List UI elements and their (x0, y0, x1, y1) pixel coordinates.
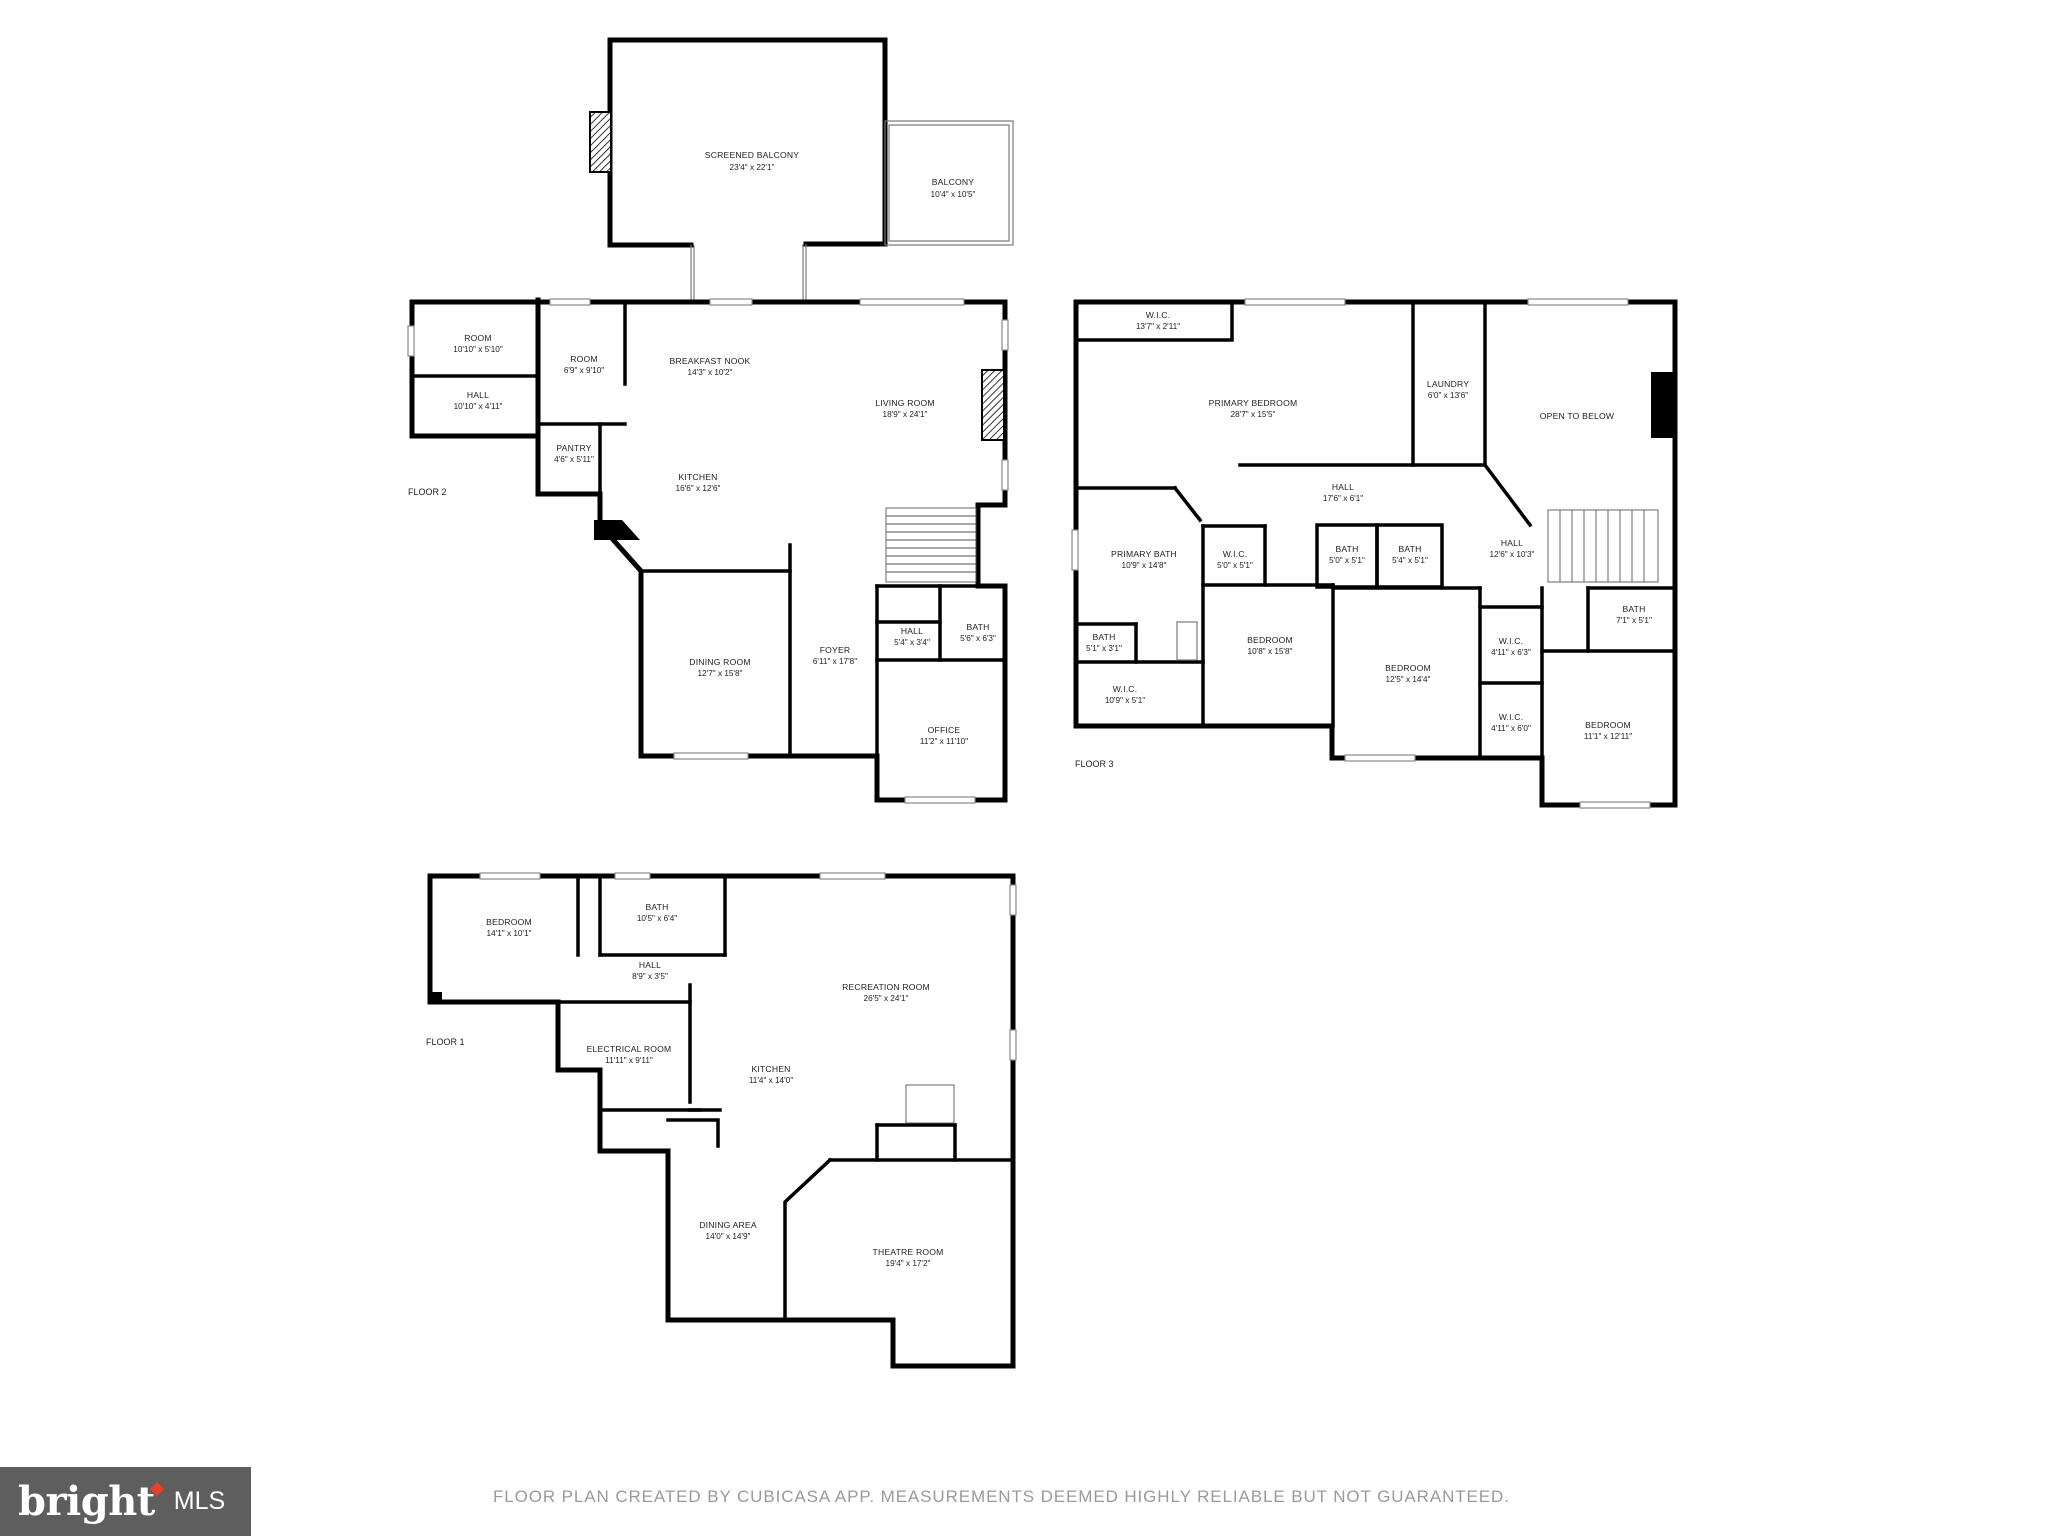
room-name: LAUNDRY (1427, 379, 1469, 389)
room-name: BATH (1092, 632, 1115, 642)
room-dimensions: 18'9" x 24'1" (883, 410, 928, 419)
floor-3-label: FLOOR 3 (1075, 759, 1114, 769)
room-name: HALL (1501, 538, 1523, 548)
room-dimensions: 5'4" x 3'4" (894, 638, 930, 647)
room-dimensions: 16'6" x 12'6" (676, 484, 721, 493)
room-name: W.I.C. (1499, 636, 1524, 646)
room-name: BEDROOM (486, 917, 532, 927)
room-dimensions: 7'1" x 5'1" (1616, 616, 1652, 625)
room-dimensions: 11'4" x 14'0" (749, 1076, 793, 1085)
room-name: W.I.C. (1146, 310, 1171, 320)
room-dimensions: 6'9" x 9'10" (564, 366, 604, 375)
room-name: FOYER (820, 645, 851, 655)
room-name: HALL (467, 390, 489, 400)
floor-1-plan (427, 872, 1017, 1369)
room-dimensions: 26'5" x 24'1" (864, 994, 909, 1003)
room-name: PANTRY (556, 443, 591, 453)
disclaimer-text: FLOOR PLAN CREATED BY CUBICASA APP. MEAS… (493, 1487, 1510, 1506)
room-name: OFFICE (928, 725, 961, 735)
room-dimensions: 10'10" x 4'11" (454, 402, 503, 411)
floor-3-plan (1071, 298, 1678, 809)
room-name: BATH (1398, 544, 1421, 554)
room-name: PRIMARY BEDROOM (1209, 398, 1298, 408)
room-name: BEDROOM (1385, 663, 1431, 673)
room-dimensions: 11'11" x 9'11" (605, 1056, 653, 1065)
room-name: HALL (901, 626, 923, 636)
floor-2-label: FLOOR 2 (408, 487, 447, 497)
room-name: W.I.C. (1113, 684, 1138, 694)
room-name: THEATRE ROOM (873, 1247, 944, 1257)
room-dimensions: 11'1" x 12'11" (1584, 732, 1632, 741)
room-name: BATH (1622, 604, 1645, 614)
room-dimensions: 11'2" x 11'10" (920, 737, 968, 746)
room-dimensions: 10'8" x 15'8" (1248, 647, 1293, 656)
room-name: RECREATION ROOM (842, 982, 930, 992)
room-dimensions: 12'6" x 10'3" (1490, 550, 1535, 559)
room-dimensions: 13'7" x 2'11" (1136, 322, 1180, 331)
room-name: DINING AREA (699, 1220, 757, 1230)
room-name: BREAKFAST NOOK (670, 356, 751, 366)
room-dimensions: 10'4" x 10'5" (931, 190, 976, 199)
room-name: ROOM (464, 333, 492, 343)
room-dimensions: 10'10" x 5'10" (453, 345, 503, 354)
room-dimensions: 8'9" x 3'5" (632, 972, 668, 981)
floor-1-label: FLOOR 1 (426, 1037, 465, 1047)
room-dimensions: 4'6" x 5'11" (554, 455, 594, 464)
room-dimensions: 23'4" x 22'1" (730, 163, 775, 172)
room-dimensions: 12'5" x 14'4" (1386, 675, 1431, 684)
floor-2-plan (407, 37, 1014, 804)
room-name: DINING ROOM (689, 657, 750, 667)
room-dimensions: 5'0" x 5'1" (1329, 556, 1365, 565)
room-dimensions: 6'0" x 13'6" (1428, 391, 1468, 400)
room-dimensions: 5'1" x 3'1" (1086, 644, 1122, 653)
room-dimensions: 14'0" x 14'9" (706, 1232, 751, 1241)
room-name: ELECTRICAL ROOM (587, 1044, 672, 1054)
room-name: BALCONY (932, 177, 975, 187)
bright-mls-logo: bright MLS (0, 1467, 251, 1536)
room-name: PRIMARY BATH (1111, 549, 1177, 559)
room-dimensions: 19'4" x 17'2" (886, 1259, 931, 1268)
room-dimensions: 5'4" x 5'1" (1392, 556, 1428, 565)
room-dimensions: 4'11" x 6'0" (1491, 724, 1531, 733)
room-name: BEDROOM (1247, 635, 1293, 645)
room-name: HALL (1332, 482, 1354, 492)
room-dimensions: 4'11" x 6'3" (1491, 648, 1531, 657)
fireplace-icon (589, 111, 612, 173)
room-name: BEDROOM (1585, 720, 1631, 730)
room-name: BATH (645, 902, 668, 912)
room-dimensions: 14'3" x 10'2" (688, 368, 733, 377)
room-name: HALL (639, 960, 661, 970)
room-dimensions: 6'11" x 17'8" (813, 657, 857, 666)
room-dimensions: 10'9" x 5'1" (1105, 696, 1145, 705)
room-name: BATH (966, 622, 989, 632)
room-name: SCREENED BALCONY (705, 150, 799, 160)
room-dimensions: 28'7" x 15'5" (1231, 410, 1276, 419)
fireplace-icon (981, 369, 1005, 441)
room-name: LIVING ROOM (875, 398, 935, 408)
room-name: ROOM (570, 354, 598, 364)
room-name: W.I.C. (1499, 712, 1524, 722)
room-dimensions: 5'0" x 5'1" (1217, 561, 1253, 570)
room-labels: FLOOR 2 SCREENED BALCONY 23'4" x 22'1" B… (408, 150, 1652, 1268)
room-dimensions: 17'6" x 6'1" (1323, 494, 1363, 503)
room-name: W.I.C. (1223, 549, 1248, 559)
room-dimensions: 10'9" x 14'8" (1122, 561, 1167, 570)
room-dimensions: 5'6" x 6'3" (960, 634, 996, 643)
room-dimensions: 12'7" x 15'8" (698, 669, 743, 678)
logo-wordmark: bright (18, 1478, 155, 1525)
room-name: BATH (1335, 544, 1358, 554)
room-dimensions: 10'5" x 6'4" (637, 914, 677, 923)
room-name: KITCHEN (751, 1064, 790, 1074)
room-name: KITCHEN (678, 472, 717, 482)
room-dimensions: 14'1" x 10'1" (487, 929, 532, 938)
logo-suffix: MLS (173, 1487, 226, 1515)
room-name: OPEN TO BELOW (1540, 411, 1615, 421)
